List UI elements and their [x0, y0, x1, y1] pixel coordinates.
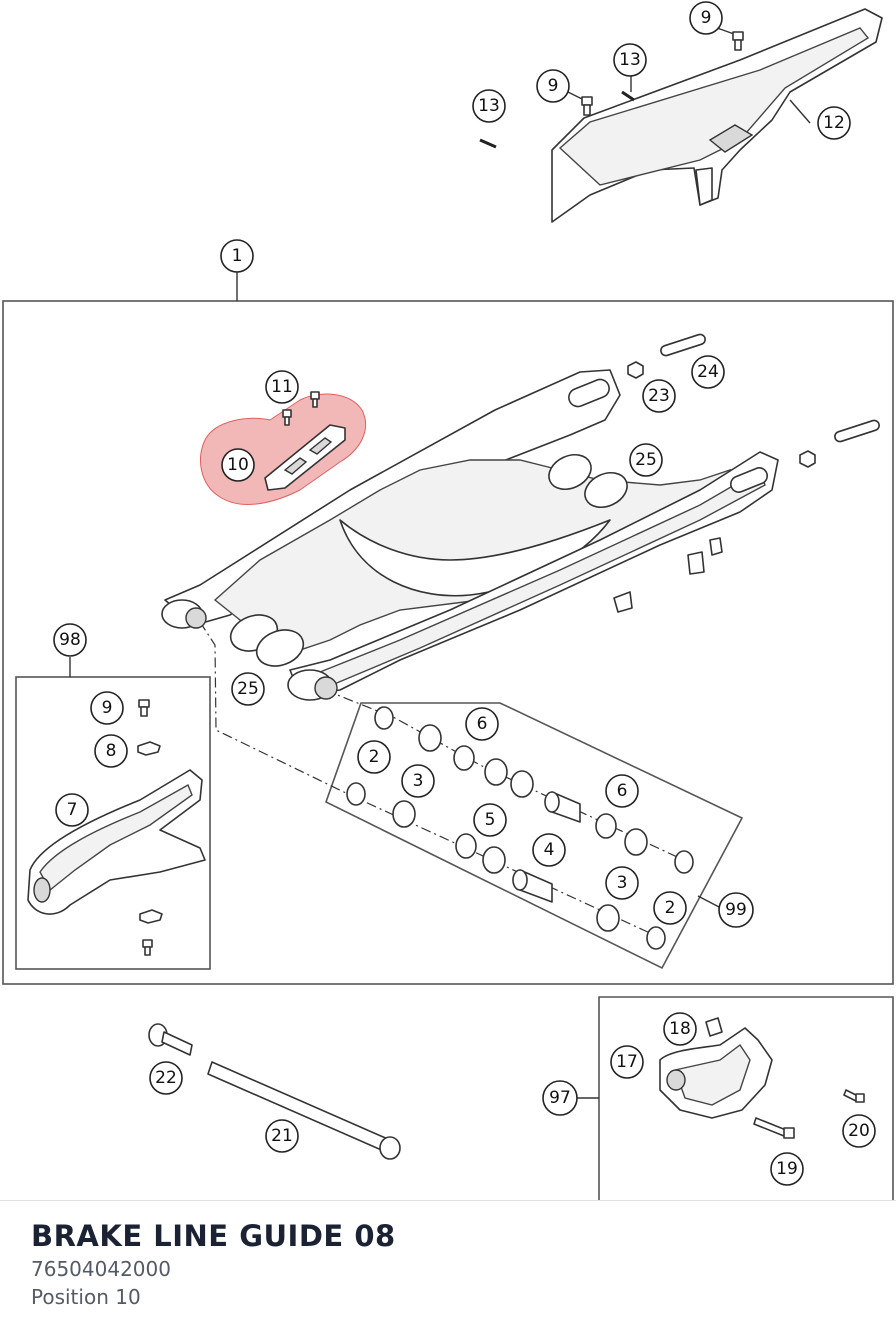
svg-text:2: 2 [665, 898, 676, 918]
chain-slider [27, 769, 206, 915]
callout-1[interactable]: 1 [220, 239, 254, 273]
chain-guide [659, 1027, 773, 1119]
svg-text:25: 25 [237, 679, 259, 699]
svg-text:22: 22 [155, 1068, 177, 1088]
svg-text:3: 3 [617, 873, 628, 893]
nut-23-upper [627, 361, 644, 379]
callout-98[interactable]: 98 [53, 623, 87, 657]
svg-text:98: 98 [59, 630, 81, 650]
callout-12[interactable]: 12 [817, 106, 851, 140]
callout-25-lower[interactable]: 25 [231, 672, 265, 706]
svg-text:7: 7 [67, 800, 78, 820]
bolt-slider-lower [142, 939, 153, 956]
pin-24-lower [834, 419, 880, 443]
svg-text:9: 9 [701, 8, 712, 28]
callout-23[interactable]: 23 [642, 379, 676, 413]
svg-text:1: 1 [232, 246, 243, 266]
callout-21[interactable]: 21 [265, 1119, 299, 1153]
callout-9-top-left[interactable]: 9 [536, 69, 570, 103]
svg-text:9: 9 [102, 698, 113, 718]
svg-text:19: 19 [776, 1159, 798, 1179]
washer-slider-lower [139, 909, 163, 924]
svg-text:6: 6 [617, 781, 628, 801]
part-number: 76504042000 [31, 1257, 171, 1281]
svg-text:2: 2 [369, 747, 380, 767]
callout-6-upper[interactable]: 6 [465, 707, 499, 741]
callout-9-top-right[interactable]: 9 [689, 1, 723, 35]
callout-8[interactable]: 8 [94, 734, 128, 768]
svg-text:23: 23 [648, 386, 670, 406]
svg-text:25: 25 [635, 450, 657, 470]
callout-13-left[interactable]: 13 [472, 89, 506, 123]
callout-2-upper[interactable]: 2 [357, 740, 391, 774]
nut-18 [705, 1017, 723, 1037]
bolt-9-top-left [581, 96, 593, 116]
pin-24-upper [660, 333, 706, 357]
swingarm-group-frame [2, 300, 894, 985]
svg-text:9: 9 [548, 76, 559, 96]
pivot-axle-21 [207, 1061, 401, 1160]
svg-text:8: 8 [106, 741, 117, 761]
callout-7[interactable]: 7 [55, 793, 89, 827]
svg-text:11: 11 [271, 377, 293, 397]
washer-25-lower-b [255, 629, 305, 667]
screw-11-a [282, 409, 292, 426]
svg-text:6: 6 [477, 714, 488, 734]
svg-text:17: 17 [616, 1052, 638, 1072]
callout-3-lower[interactable]: 3 [605, 866, 639, 900]
callout-5[interactable]: 5 [473, 803, 507, 837]
svg-text:10: 10 [227, 455, 249, 475]
screw-19 [753, 1117, 795, 1139]
washer-8-slider [137, 741, 161, 756]
bearing-kit-frame [325, 702, 744, 970]
chain-slider-group-frame [15, 676, 211, 970]
chain-guard [551, 8, 883, 223]
pivot-bolt-22 [148, 1023, 193, 1056]
callout-25-upper[interactable]: 25 [629, 443, 663, 477]
callout-10[interactable]: 10 [221, 448, 255, 482]
svg-text:13: 13 [619, 50, 641, 70]
callout-97[interactable]: 97 [542, 1080, 578, 1116]
bearing-kit-parts [346, 706, 694, 950]
svg-text:3: 3 [413, 771, 424, 791]
screw-20 [843, 1089, 865, 1103]
callout-99[interactable]: 99 [718, 892, 754, 928]
svg-text:20: 20 [848, 1121, 870, 1141]
brake-line-guide [264, 424, 346, 491]
part-position: Position 10 [31, 1285, 141, 1309]
callout-22[interactable]: 22 [149, 1061, 183, 1095]
nut-23-lower [799, 450, 816, 468]
pin-13-right [621, 90, 635, 102]
callout-24[interactable]: 24 [691, 355, 725, 389]
screw-11-b [310, 391, 320, 408]
bolt-9-slider [138, 699, 150, 717]
callout-19[interactable]: 19 [770, 1152, 804, 1186]
callout-11[interactable]: 11 [265, 370, 299, 404]
svg-text:18: 18 [669, 1019, 691, 1039]
callout-3-upper[interactable]: 3 [401, 764, 435, 798]
washer-25-upper-b [584, 471, 628, 509]
pin-13-left [479, 138, 497, 149]
callout-20[interactable]: 20 [842, 1114, 876, 1148]
svg-text:13: 13 [478, 96, 500, 116]
svg-text:12: 12 [823, 113, 845, 133]
callout-6-lower[interactable]: 6 [605, 774, 639, 808]
callout-9-slider[interactable]: 9 [90, 691, 124, 725]
svg-text:21: 21 [271, 1126, 293, 1146]
part-info-panel: BRAKE LINE GUIDE 08 76504042000 Position… [0, 1200, 896, 1336]
callout-18[interactable]: 18 [663, 1012, 697, 1046]
callout-13-right[interactable]: 13 [613, 43, 647, 77]
callout-2-lower[interactable]: 2 [653, 891, 687, 925]
svg-text:99: 99 [725, 900, 747, 920]
exploded-parts-diagram: 9 13 9 13 12 1 11 10 23 24 25 98 9 8 7 2… [2, 1, 894, 1200]
callout-4[interactable]: 4 [532, 833, 566, 867]
svg-text:97: 97 [549, 1088, 571, 1108]
svg-text:4: 4 [544, 840, 555, 860]
bolt-9-top-right [732, 31, 744, 51]
washer-25-upper-a [548, 453, 592, 491]
svg-text:5: 5 [485, 810, 496, 830]
part-title: BRAKE LINE GUIDE 08 [31, 1219, 396, 1253]
svg-text:24: 24 [697, 362, 719, 382]
callout-17[interactable]: 17 [610, 1045, 644, 1079]
